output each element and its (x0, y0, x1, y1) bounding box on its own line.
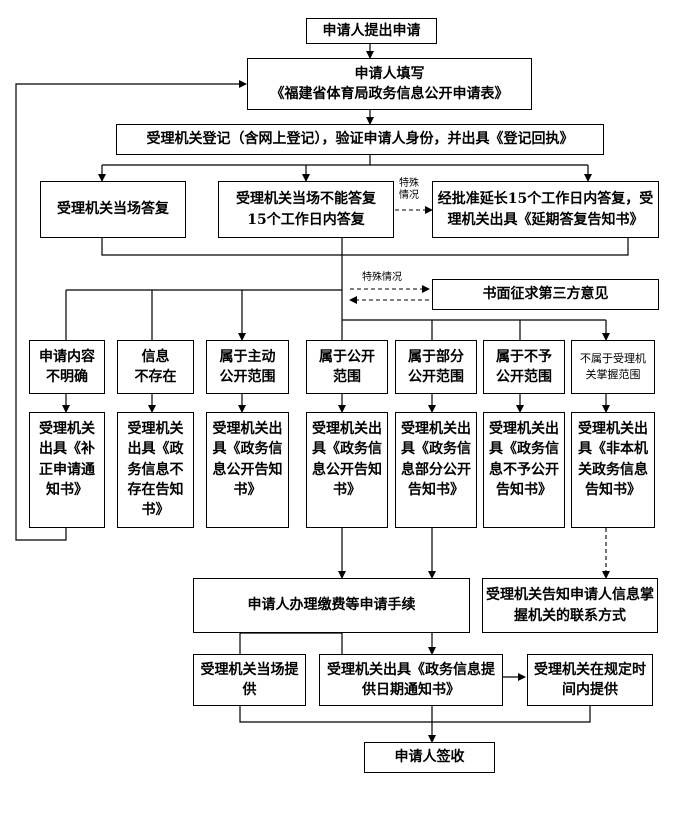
reply-now-box: 受理机关当场答复 (40, 181, 186, 238)
not-held-text: 不属于受理机关掌握范围 (580, 352, 646, 381)
public-scope-text: 属于公开 范围 (319, 348, 375, 385)
edge-fees-split (239, 632, 432, 654)
notice-supplement-text: 受理机关出具《补正申请通知书》 (39, 421, 95, 498)
partial-scope-text: 属于部分 公开范围 (408, 348, 464, 385)
special-case-label-2: 特殊情况 (362, 272, 402, 284)
special-case-label-1: 特殊 情况 (399, 178, 419, 202)
provide-later-box: 受理机关在规定时间内提供 (527, 654, 653, 706)
edge-branch-left (65, 289, 342, 340)
edge-merge-bottom (101, 238, 629, 256)
notice-not-held-box: 受理机关出具《非本机关政务信息告知书》 (571, 412, 655, 528)
provide-later-text: 受理机关在规定时间内提供 (534, 661, 646, 698)
notice-date-text: 受理机关出具《政务信息提供日期通知书》 (327, 661, 495, 698)
notice-not-held-text: 受理机关出具《非本机关政务信息告知书》 (578, 421, 648, 498)
fees-text: 申请人办理缴费等申请手续 (247, 597, 416, 614)
extend-text: 经批准延长15个工作日内答复，受理机关出具《延期答复告知书》 (437, 191, 654, 228)
reply-now-text: 受理机关当场答复 (57, 201, 169, 218)
edge-loop-back (15, 80, 247, 541)
inform-contact-text: 受理机关告知申请人信息掌握机关的联系方式 (486, 587, 654, 624)
notice-not-exist-box: 受理机关出具《政务信息不存在告知书》 (117, 412, 194, 528)
notice-no-public-box: 受理机关出具《政务信息不予公开告知书》 (483, 412, 565, 528)
provide-now-box: 受理机关当场提供 (193, 654, 306, 706)
extend-box: 经批准延长15个工作日内答复，受理机关出具《延期答复告知书》 (432, 181, 659, 238)
notice-supplement-box: 受理机关出具《补正申请通知书》 (29, 412, 105, 528)
notice-public-text: 受理机关出具《政务信息公开告知书》 (312, 421, 382, 498)
inform-contact-box: 受理机关告知申请人信息掌握机关的联系方式 (482, 578, 658, 633)
notice-not-exist-text: 受理机关出具《政务信息不存在告知书》 (127, 421, 184, 519)
edge-branch-right (341, 319, 606, 340)
sign-text: 申请人签收 (394, 749, 465, 766)
register-box: 受理机关登记（含网上登记），验证申请人身份，并出具《登记回执》 (116, 124, 604, 155)
fill-form-box: 申请人填写 《福建省体育局政务信息公开申请表》 (247, 58, 532, 110)
notice-active-text: 受理机关出具《政务信息公开告知书》 (212, 421, 283, 498)
no-public-scope-box: 属于不予 公开范围 (483, 340, 565, 394)
notice-partial-box: 受理机关出具《政务信息部分公开告知书》 (395, 412, 477, 528)
notice-no-public-text: 受理机关出具《政务信息不予公开告知书》 (489, 421, 559, 498)
not-held-box: 不属于受理机关掌握范围 (571, 340, 655, 394)
third-party-text: 书面征求第三方意见 (482, 286, 609, 303)
notice-partial-text: 受理机关出具《政务信息部分公开告知书》 (401, 421, 471, 498)
notice-active-box: 受理机关出具《政务信息公开告知书》 (206, 412, 289, 528)
partial-scope-box: 属于部分 公开范围 (395, 340, 477, 394)
notice-public-box: 受理机关出具《政务信息公开告知书》 (306, 412, 388, 528)
provide-now-text: 受理机关当场提供 (200, 661, 299, 698)
not-exist-text: 信息 不存在 (134, 348, 177, 385)
fees-box: 申请人办理缴费等申请手续 (193, 578, 470, 633)
sign-box: 申请人签收 (364, 742, 495, 773)
not-exist-box: 信息 不存在 (117, 340, 194, 394)
active-scope-box: 属于主动 公开范围 (206, 340, 289, 394)
reply-15-days-box: 受理机关当场不能答复 15个工作日内答复 (218, 181, 394, 238)
edge-register-split (102, 155, 588, 166)
fill-form-text: 申请人填写 《福建省体育局政务信息公开申请表》 (270, 65, 509, 102)
edge-merge-sign (239, 706, 591, 742)
third-party-box: 书面征求第三方意见 (432, 279, 659, 310)
reply-15-days-text: 受理机关当场不能答复 15个工作日内答复 (236, 191, 376, 228)
apply-box: 申请人提出申请 (306, 18, 437, 44)
public-scope-box: 属于公开 范围 (306, 340, 388, 394)
notice-date-box: 受理机关出具《政务信息提供日期通知书》 (319, 654, 503, 706)
register-text: 受理机关登记（含网上登记），验证申请人身份，并出具《登记回执》 (146, 131, 574, 148)
no-public-scope-text: 属于不予 公开范围 (496, 348, 552, 385)
apply-text: 申请人提出申请 (322, 22, 421, 39)
unclear-text: 申请内容 不明确 (39, 348, 95, 385)
active-scope-text: 属于主动 公开范围 (219, 348, 276, 385)
unclear-box: 申请内容 不明确 (29, 340, 105, 394)
